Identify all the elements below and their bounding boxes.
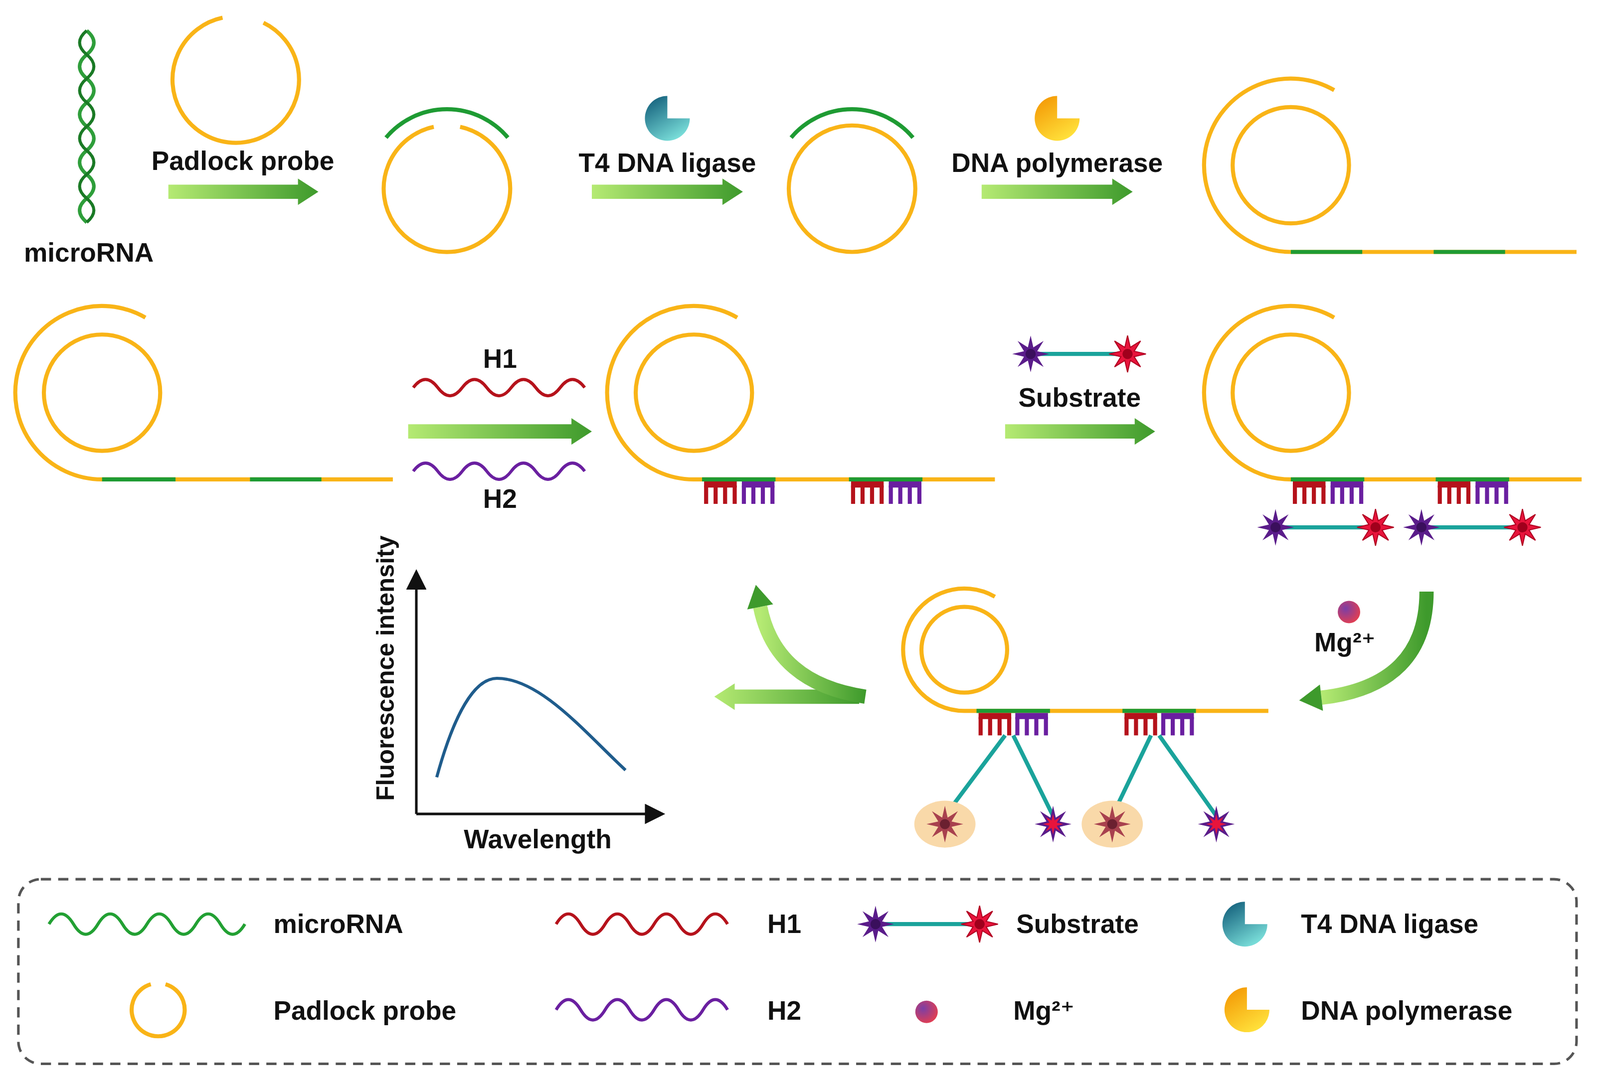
ligase-icon (644, 95, 690, 141)
circular-template (635, 334, 752, 451)
circular-template (921, 607, 1008, 694)
step-arrow (981, 178, 1133, 205)
h1-wave (413, 379, 585, 396)
h2-comb (1161, 713, 1194, 736)
step-label: Padlock probe (151, 146, 335, 177)
y-axis (414, 573, 418, 815)
repeat-segment (976, 709, 1197, 713)
h2-wave (413, 463, 585, 480)
quencher-star (1109, 335, 1147, 373)
rca-product (607, 306, 996, 480)
step-arrow (591, 178, 743, 205)
legend-padlock (131, 984, 185, 1037)
padlock-probe (172, 17, 300, 144)
legend-label: microRNA (273, 909, 403, 940)
substrate-strand (1275, 525, 1523, 530)
ligated-circle (788, 125, 916, 253)
x-axis (416, 813, 662, 816)
microrna-strand (385, 109, 508, 138)
rca-product (1204, 306, 1582, 480)
polymerase-icon (1034, 95, 1080, 141)
curved-arrow (760, 607, 866, 698)
legend-label: Substrate (1016, 909, 1139, 940)
h1-comb (704, 481, 737, 505)
probe-label: H2 (483, 484, 518, 515)
step-arrow (168, 178, 319, 205)
probe-label: H1 (483, 344, 518, 374)
legend-polymerase (1224, 987, 1270, 1033)
step-label: DNA polymerase (951, 148, 1163, 178)
circular-template (1232, 107, 1349, 224)
legend-label: Padlock probe (273, 996, 457, 1027)
legend-label: DNA polymerase (1300, 996, 1513, 1027)
fluorophore-star (1403, 509, 1440, 546)
rca-product (1204, 78, 1577, 253)
fluorophore-star (1256, 509, 1294, 546)
h1-comb (1437, 481, 1471, 505)
axis-title: Wavelength (463, 825, 612, 855)
fluorophore-star (1012, 335, 1050, 373)
microrna-helix (79, 30, 95, 223)
h2-comb (888, 481, 922, 505)
fluorescence-glow (914, 801, 976, 849)
legend-ligase (1222, 901, 1268, 947)
circular-template (1232, 334, 1349, 451)
circular-template (43, 334, 161, 451)
intact-star (1034, 806, 1072, 844)
h2-comb (1015, 713, 1048, 736)
rca-product (15, 306, 393, 480)
cleaved-star (1093, 806, 1131, 844)
step-arrow (1005, 418, 1156, 445)
step-arrow (408, 418, 592, 445)
h2-comb (741, 481, 775, 505)
h1-comb (978, 713, 1012, 736)
step-label: T4 DNA ligase (578, 148, 757, 178)
arrow-head (1299, 684, 1324, 712)
cleaved-strand (944, 735, 1217, 817)
legend-microrna (48, 914, 245, 935)
legend-substrate (857, 905, 894, 943)
mg-ion (1337, 600, 1361, 624)
legend-frame (18, 879, 1577, 1065)
h2-comb (1475, 481, 1508, 505)
padlock-probe (383, 127, 511, 253)
arrow-head (747, 584, 774, 610)
legend-h1 (555, 914, 728, 935)
legend-label: T4 DNA ligase (1300, 909, 1479, 940)
h1-comb (1292, 481, 1326, 505)
legend-label: H2 (767, 996, 802, 1027)
axis-title: Fluorescence intensity (372, 535, 400, 801)
intact-star (1198, 806, 1236, 844)
repeat-segment (1290, 249, 1506, 254)
legend-substrate (961, 905, 999, 943)
legend-h2 (555, 1000, 728, 1021)
cleaved-star (926, 806, 964, 844)
molecule-label: microRNA (23, 238, 154, 268)
repeat-segment (702, 477, 923, 482)
rca-product (902, 588, 1269, 712)
reagent-label: Substrate (1018, 383, 1141, 413)
repeat-segment (102, 477, 322, 482)
legend-mg (915, 1001, 938, 1024)
ion-label: Mg²⁺ (1314, 628, 1376, 658)
legend-label: Mg²⁺ (1013, 996, 1075, 1027)
repeat-segment (1290, 477, 1510, 482)
spectrum-curve (436, 678, 626, 778)
microrna-helix (79, 30, 95, 223)
legend-label: H1 (767, 909, 802, 940)
h2-comb (1330, 481, 1364, 505)
microrna-strand (791, 109, 913, 138)
fluorescence-glow (1081, 801, 1143, 849)
quencher-star (1504, 509, 1542, 546)
h1-comb (1124, 713, 1157, 736)
quencher-star (1357, 509, 1395, 546)
h1-comb (851, 481, 884, 505)
